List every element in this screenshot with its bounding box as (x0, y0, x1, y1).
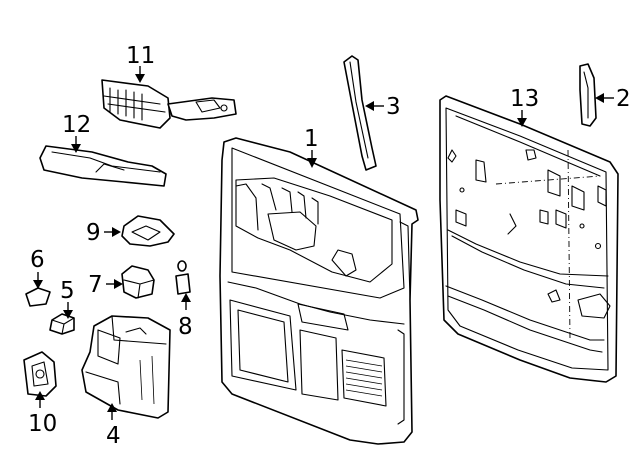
callout-11: 11 (126, 43, 155, 69)
part-4-storage-bin[interactable] (81, 315, 171, 419)
callout-2: 2 (616, 86, 631, 112)
callout-3: 3 (386, 94, 401, 120)
part-11-switch-assembly[interactable] (101, 79, 237, 129)
callout-8: 8 (178, 314, 193, 340)
part-2-trim-cover[interactable] (579, 63, 597, 127)
part-8-push-pin[interactable] (175, 260, 191, 295)
callout-10: 10 (28, 411, 57, 437)
part-6-cap[interactable] (25, 287, 51, 307)
callout-9: 9 (86, 220, 101, 246)
part-12-pull-handle[interactable] (39, 145, 167, 187)
part-7-fastener[interactable] (121, 265, 155, 299)
callout-13: 13 (510, 86, 539, 112)
callout-6: 6 (30, 247, 45, 273)
part-13-door-inner-panel[interactable] (439, 95, 619, 383)
callout-4: 4 (106, 423, 121, 449)
part-1-door-trim-panel[interactable] (219, 137, 419, 445)
callout-5: 5 (60, 278, 75, 304)
leader-lines (33, 66, 614, 420)
part-5-retainer[interactable] (49, 313, 75, 335)
callout-7: 7 (88, 272, 103, 298)
part-10-bezel[interactable] (23, 351, 57, 397)
callout-labels: 1 2 3 4 5 6 7 8 9 10 11 12 13 (28, 43, 631, 449)
callout-12: 12 (62, 112, 91, 138)
part-3-weatherstrip[interactable] (343, 55, 377, 171)
callout-1: 1 (304, 126, 319, 152)
part-9-clip[interactable] (121, 215, 175, 247)
